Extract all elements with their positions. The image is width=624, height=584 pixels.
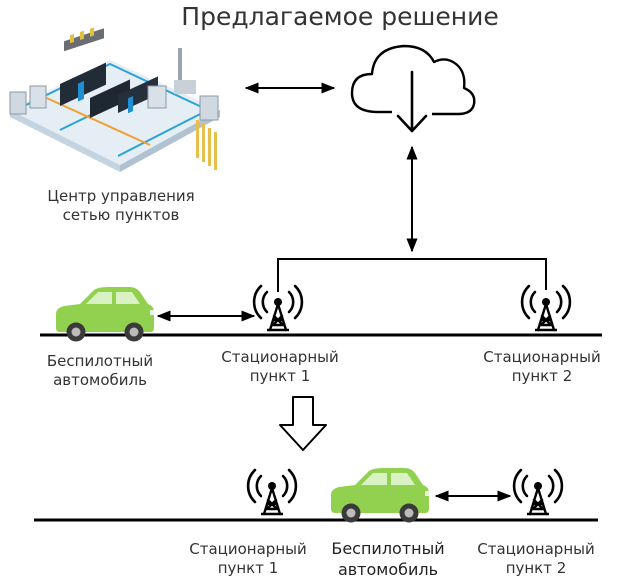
page-title: Предлагаемое решение <box>181 2 499 31</box>
bottom-station2-tower-icon <box>512 468 564 516</box>
bottom-car-icon <box>331 468 429 523</box>
top-car-label-line2: автомобиль <box>53 371 147 389</box>
cloud-download-icon <box>350 44 476 133</box>
top-station1-label: Стационарный пункт 1 <box>210 348 350 386</box>
bottom-station2-label-line1: Стационарный <box>477 540 595 558</box>
control-center-label: Центр управления сетью пунктов <box>36 187 206 225</box>
bottom-station1-label-line2: пункт 1 <box>217 559 279 577</box>
top-car-label: Беспилотный автомобиль <box>30 352 170 390</box>
data-center-illustration <box>9 27 220 172</box>
top-station2-label-line1: Стационарный <box>483 348 601 366</box>
top-station1-label-line2: пункт 1 <box>249 367 311 385</box>
bottom-station1-label: Стационарный пункт 1 <box>178 540 318 578</box>
bottom-car-label: Беспилотный автомобиль <box>318 538 458 580</box>
top-car-label-line1: Беспилотный <box>46 352 154 370</box>
bottom-car-label-line1: Беспилотный <box>331 539 445 558</box>
control-center-label-line2: сетью пунктов <box>62 206 180 224</box>
bottom-car-label-line2: автомобиль <box>337 560 439 579</box>
bottom-station2-label: Стационарный пункт 2 <box>466 540 606 578</box>
top-station2-label: Стационарный пункт 2 <box>472 348 612 386</box>
top-station1-label-line1: Стационарный <box>221 348 339 366</box>
top-car-icon <box>56 287 154 342</box>
network-bus-line <box>277 258 547 292</box>
top-station2-tower-icon <box>520 284 572 332</box>
transition-down-arrow <box>279 396 327 451</box>
bottom-station1-tower-icon <box>246 468 298 516</box>
top-station1-tower-icon <box>252 284 304 332</box>
top-station2-label-line2: пункт 2 <box>511 367 573 385</box>
control-center-label-line1: Центр управления <box>47 187 195 205</box>
bottom-station2-label-line2: пункт 2 <box>505 559 567 577</box>
bottom-station1-label-line1: Стационарный <box>189 540 307 558</box>
